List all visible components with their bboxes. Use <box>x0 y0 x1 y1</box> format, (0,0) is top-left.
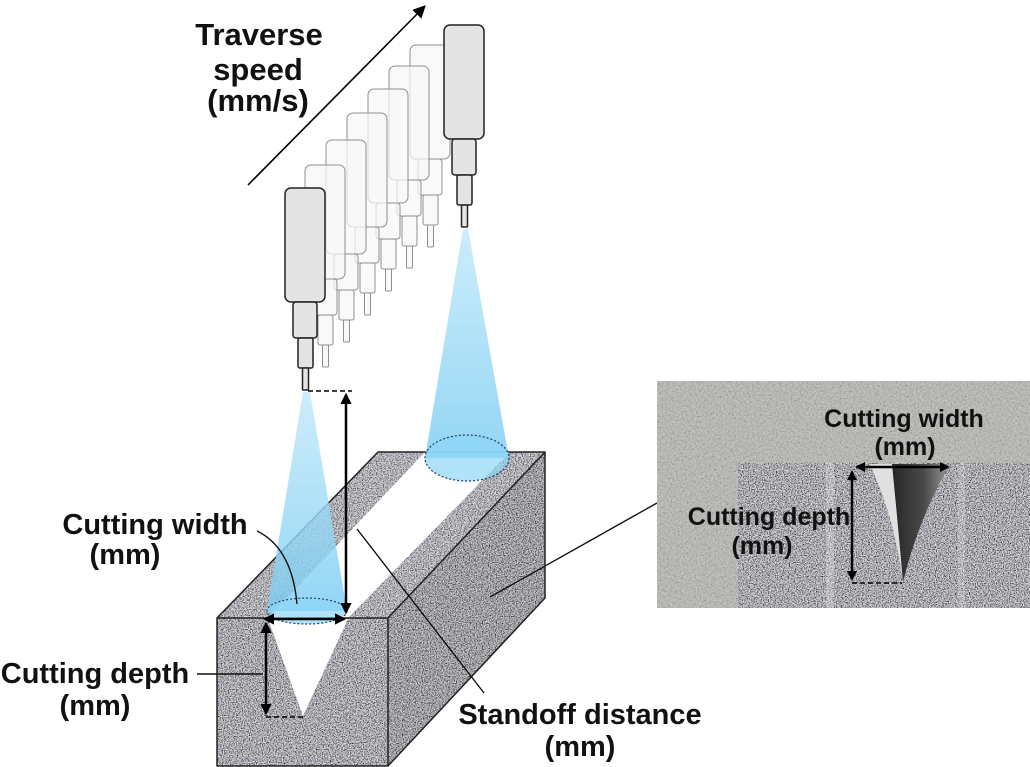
standoff-distance-unit: (mm) <box>545 731 616 763</box>
sample-saw-mark <box>826 463 834 608</box>
nozzle-tip <box>301 367 310 391</box>
water-jet-cone <box>425 229 509 458</box>
nozzle-collar <box>401 215 418 247</box>
nozzle-start-position <box>284 187 326 391</box>
traverse-label-line2: speed <box>213 52 303 87</box>
standoff-distance-dimension <box>308 390 352 615</box>
block-right-face <box>388 452 545 766</box>
nozzle-tip <box>406 245 413 269</box>
photo-cutting-width-unit: (mm) <box>874 433 935 461</box>
nozzle-sequence <box>284 24 485 391</box>
nozzle-tip <box>364 292 371 316</box>
nozzle-collar <box>359 262 376 294</box>
nozzle-collar <box>422 194 439 226</box>
nozzle-collar <box>456 174 473 206</box>
nozzle-tip <box>322 344 329 368</box>
cutting-width-label: Cutting width (mm) <box>62 509 247 571</box>
nozzle-collar <box>380 238 397 270</box>
cutting-depth-unit: (mm) <box>60 690 131 722</box>
cut-sample-photo: Cutting width (mm) Cutting depth (mm) <box>657 381 1030 608</box>
nozzle-tip <box>460 204 469 228</box>
photo-cutting-width-text: Cutting width <box>824 405 984 433</box>
nozzle-neck <box>292 301 318 339</box>
water-jet-end <box>424 229 510 482</box>
cutting-depth-text: Cutting depth <box>1 658 189 690</box>
traverse-label-unit: (mm/s) <box>207 83 309 118</box>
v-notch <box>268 619 348 716</box>
nozzle-collar <box>338 289 355 321</box>
nozzle-tip <box>385 268 392 292</box>
nozzle-collar <box>317 314 334 346</box>
cutting-width-leader <box>256 530 298 605</box>
groove-shadow <box>892 464 950 582</box>
nozzle-tip <box>427 224 434 248</box>
cutting-depth-dimension <box>260 621 305 718</box>
sample-saw-mark <box>958 463 965 608</box>
nozzle-collar <box>297 337 314 369</box>
granite-block <box>216 451 546 767</box>
jet-impact-ellipse <box>424 434 510 482</box>
cutting-width-text: Cutting width <box>62 509 247 541</box>
standoff-distance-label: Standoff distance (mm) <box>458 699 701 763</box>
traverse-direction-arrow <box>247 5 426 186</box>
nozzle-body <box>284 187 326 303</box>
traverse-label-line1: Traverse <box>195 17 323 52</box>
photo-cutting-depth-unit: (mm) <box>731 532 792 560</box>
nozzle-neck <box>451 138 477 176</box>
traverse-speed-label: Traverse speed (mm/s) <box>195 17 323 118</box>
nozzle-tip <box>343 319 350 343</box>
cutting-width-unit: (mm) <box>90 539 161 571</box>
block-right-face-shade <box>388 452 545 766</box>
photo-callout-leader <box>489 502 658 598</box>
water-jet-cone <box>267 392 347 611</box>
nozzle-body <box>443 24 485 140</box>
photo-cutting-depth-text: Cutting depth <box>688 503 850 531</box>
standoff-distance-leader <box>356 528 485 694</box>
cutting-depth-label: Cutting depth (mm) <box>1 658 189 722</box>
nozzle-end-position <box>443 24 485 228</box>
standoff-distance-text: Standoff distance <box>458 699 701 731</box>
groove-left-wall <box>870 464 903 582</box>
